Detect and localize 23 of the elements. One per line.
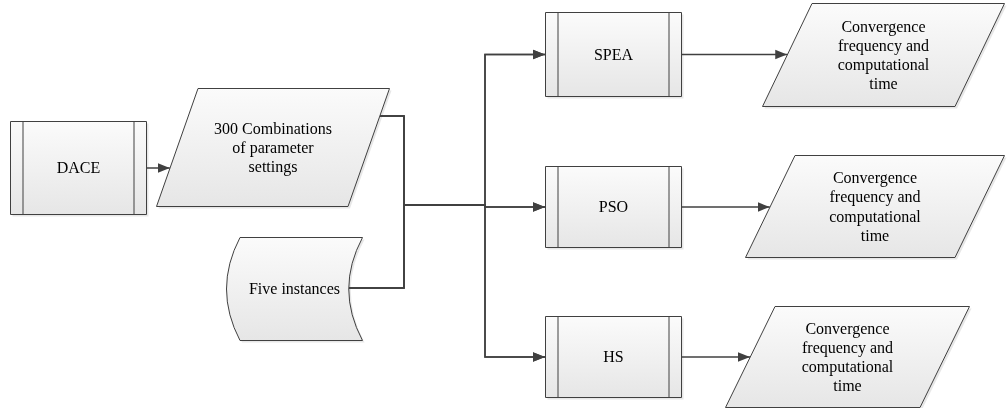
connector-arrow xyxy=(681,202,771,212)
node-label: DACE xyxy=(56,158,101,178)
data-parallelogram xyxy=(156,88,390,207)
node-label: Convergence frequency and computational time xyxy=(836,16,931,94)
node-label: 300 Combinations of parameter settings xyxy=(213,118,333,177)
node-label: HS xyxy=(603,347,624,367)
data-parallelogram xyxy=(745,155,1005,258)
connector-arrow xyxy=(681,352,751,362)
predefined-process-box xyxy=(545,12,682,97)
node-label: Convergence frequency and computational time xyxy=(828,168,922,245)
stored-data-shape xyxy=(226,237,363,341)
predefined-process-box xyxy=(10,121,147,215)
node-label: PSO xyxy=(598,197,629,217)
node-label: Five instances xyxy=(248,279,341,299)
data-parallelogram xyxy=(762,3,1005,107)
connector-arrow xyxy=(348,204,546,362)
connector-arrow xyxy=(146,163,171,173)
node-label: Convergence frequency and computational time xyxy=(800,318,895,396)
data-parallelogram xyxy=(725,306,970,408)
node-label: SPEA xyxy=(593,44,634,65)
predefined-process-box xyxy=(545,166,682,248)
connector-arrow xyxy=(681,49,788,60)
predefined-process-box xyxy=(545,316,682,398)
